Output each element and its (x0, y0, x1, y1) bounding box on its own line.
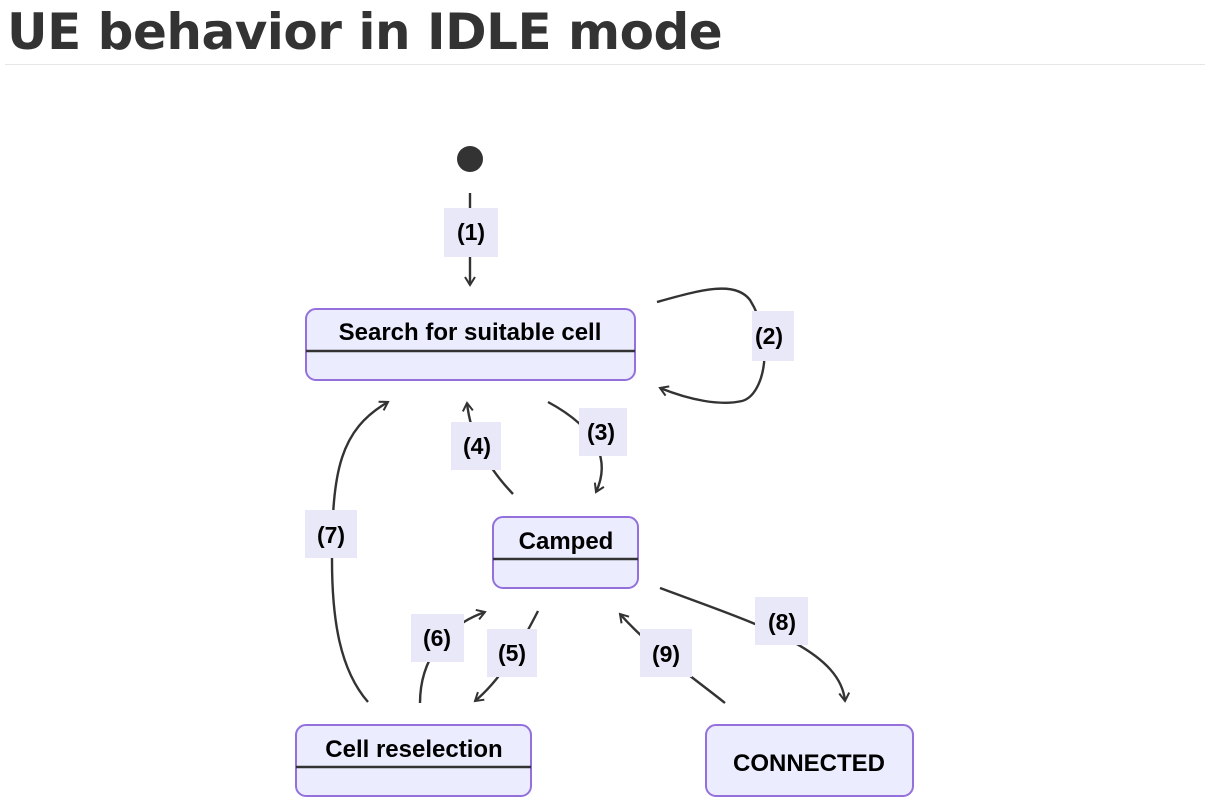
transition-1-label: (1) (444, 208, 498, 257)
transition-7-label: (7) (305, 510, 357, 558)
transition-2-label: (2) (752, 311, 794, 361)
svg-text:(8): (8) (768, 609, 796, 635)
transition-6-label: (6) (411, 614, 464, 662)
state-cell-reselection: Cell reselection (295, 724, 532, 797)
state-reselection-label: Cell reselection (325, 736, 502, 763)
transition-4-label: (4) (451, 422, 501, 470)
svg-text:(2): (2) (755, 323, 783, 349)
state-search-for-suitable-cell: Search for suitable cell (305, 308, 636, 381)
state-connected: CONNECTED (705, 724, 914, 797)
svg-text:(5): (5) (498, 640, 526, 666)
svg-text:(4): (4) (463, 433, 491, 459)
svg-text:(7): (7) (317, 522, 345, 548)
transition-8-label: (8) (755, 597, 808, 645)
svg-text:(3): (3) (587, 419, 615, 445)
state-search-label: Search for suitable cell (339, 319, 602, 346)
svg-text:(1): (1) (457, 219, 485, 245)
transition-5-label: (5) (487, 629, 537, 677)
initial-state-node (457, 146, 483, 172)
transition-7-edge (330, 400, 390, 703)
state-connected-label: CONNECTED (733, 750, 885, 777)
state-camped: Camped (492, 516, 639, 589)
transition-3-label: (3) (579, 408, 627, 456)
transition-2-edge (656, 287, 766, 404)
transition-9-label: (9) (640, 629, 692, 677)
state-camped-label: Camped (519, 528, 614, 555)
svg-text:(6): (6) (423, 625, 451, 651)
page-title: UE behavior in IDLE mode (7, 3, 723, 61)
title-divider (5, 64, 1205, 65)
svg-text:(9): (9) (652, 641, 680, 667)
